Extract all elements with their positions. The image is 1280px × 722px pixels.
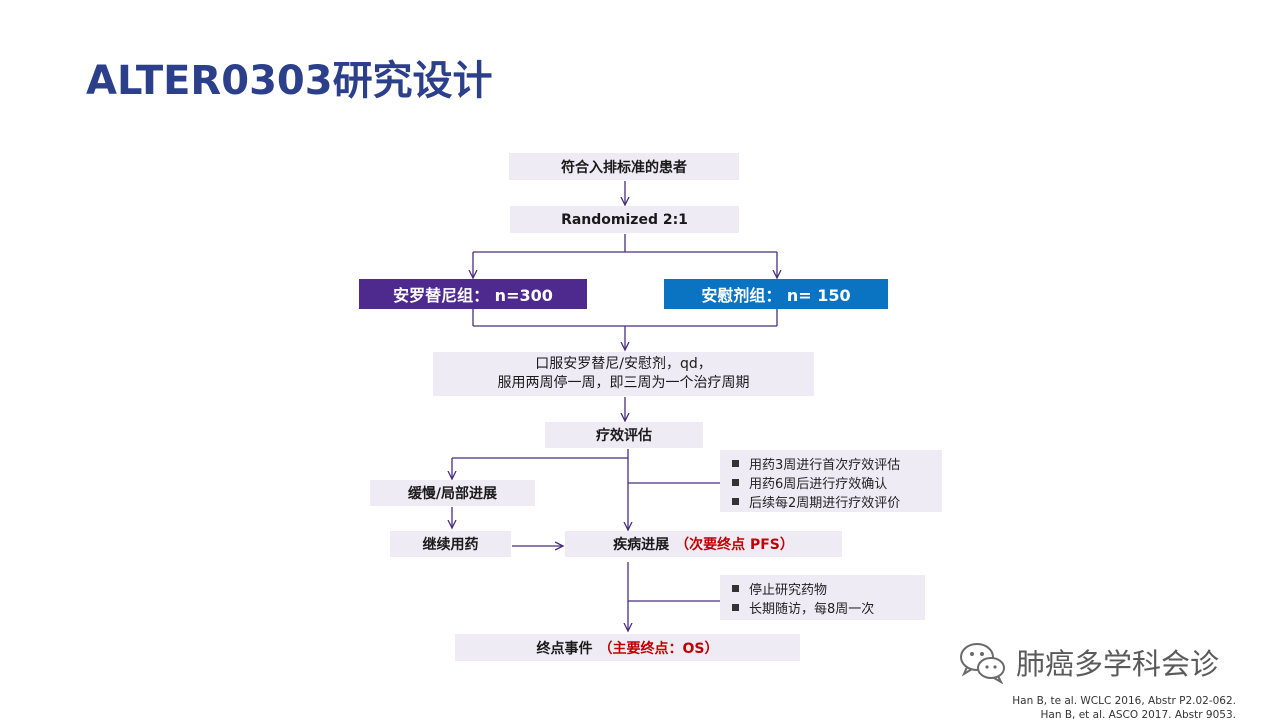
- eligible-patients-box: 符合入排标准的患者: [509, 153, 739, 180]
- bullet-icon: [732, 460, 739, 467]
- placebo-arm-box: 安慰剂组： n= 150: [664, 279, 888, 309]
- bullet-icon: [732, 479, 739, 486]
- progression-label: 疾病进展: [613, 537, 670, 553]
- note-item: 用药6周后进行疗效确认: [732, 473, 934, 492]
- endpoint-box: 终点事件 （主要终点：OS）: [455, 634, 800, 661]
- dosing-box: 口服安罗替尼/安慰剂，qd， 服用两周停一周，即三周为一个治疗周期: [433, 352, 814, 396]
- citation: Han B, te al. WCLC 2016, Abstr P2.02-062…: [1012, 694, 1236, 722]
- citation-line-1: Han B, te al. WCLC 2016, Abstr P2.02-062…: [1012, 695, 1236, 707]
- os-label: （主要终点：OS）: [598, 640, 719, 657]
- bullet-icon: [732, 498, 739, 505]
- randomized-box: Randomized 2:1: [510, 206, 739, 233]
- efficacy-notes: 用药3周进行首次疗效评估 用药6周后进行疗效确认 后续每2周期进行疗效评价: [720, 450, 942, 512]
- continue-medication-box: 继续用药: [390, 531, 511, 557]
- wechat-icon: [960, 643, 1005, 684]
- citation-line-2: Han B, et al. ASCO 2017. Abstr 9053.: [1040, 709, 1236, 721]
- slow-progression-box: 缓慢/局部进展: [370, 480, 535, 506]
- progression-notes: 停止研究药物 长期随访，每8周一次: [720, 575, 925, 620]
- bullet-icon: [732, 604, 739, 611]
- note-item: 后续每2周期进行疗效评价: [732, 492, 934, 511]
- anlotinib-arm-box: 安罗替尼组： n=300: [359, 279, 587, 309]
- watermark-text: 肺癌多学科会诊: [1016, 647, 1220, 681]
- pfs-label: （次要终点 PFS）: [675, 537, 794, 553]
- bullet-icon: [732, 585, 739, 592]
- efficacy-assessment-box: 疗效评估: [545, 422, 703, 448]
- page-title: ALTER0303研究设计: [86, 58, 493, 104]
- dosing-line-2: 服用两周停一周，即三周为一个治疗周期: [497, 375, 750, 391]
- watermark: 肺癌多学科会诊: [958, 640, 1219, 684]
- note-item: 长期随访，每8周一次: [732, 598, 917, 617]
- dosing-line-1: 口服安罗替尼/安慰剂，qd，: [535, 356, 712, 372]
- note-item: 用药3周进行首次疗效评估: [732, 454, 934, 473]
- endpoint-label: 终点事件: [536, 640, 593, 657]
- note-item: 停止研究药物: [732, 579, 917, 598]
- disease-progression-box: 疾病进展 （次要终点 PFS）: [565, 531, 842, 557]
